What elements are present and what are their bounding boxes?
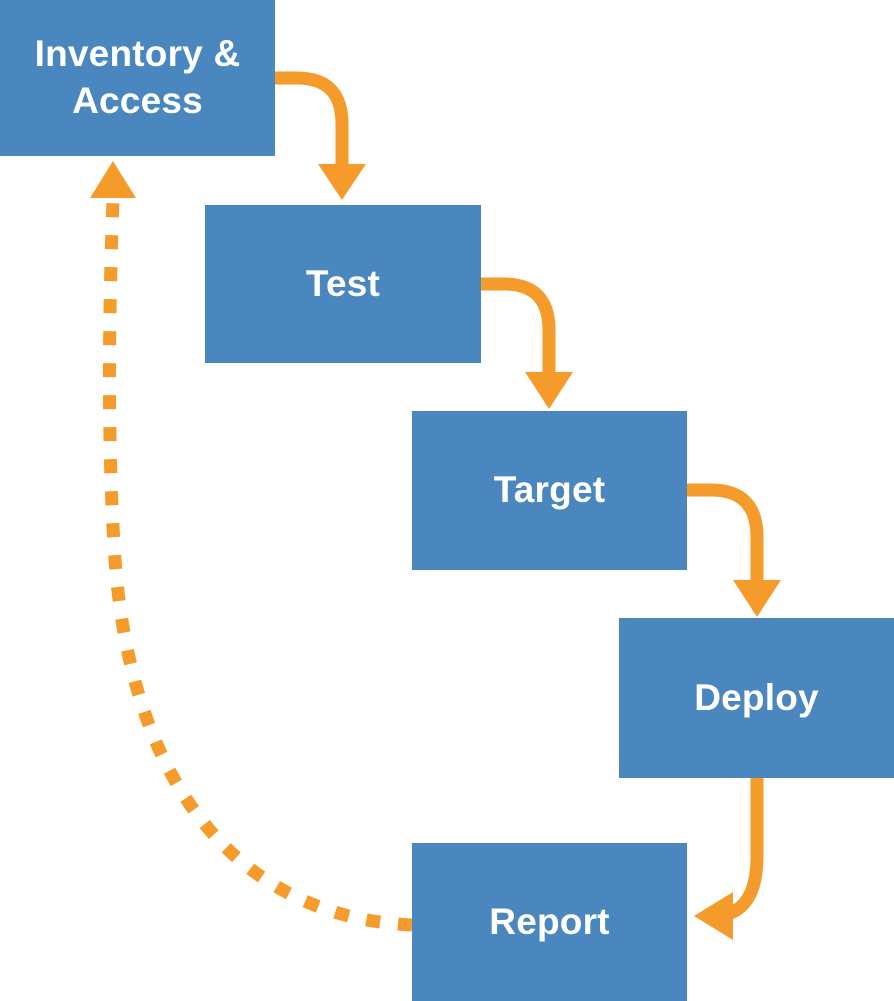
process-node-label: Deploy [694, 676, 819, 718]
process-node-deploy[interactable]: Deploy [619, 618, 894, 778]
process-node-label: Report [489, 900, 610, 942]
connector-inventory-to-test [275, 71, 366, 200]
process-node-label: Inventory &Access [34, 33, 241, 121]
connector-target-to-deploy [687, 483, 781, 617]
process-node-label: Test [305, 262, 381, 304]
process-node-target[interactable]: Target [412, 411, 687, 570]
process-node-test[interactable]: Test [205, 205, 481, 363]
process-node-label: Target [493, 469, 606, 510]
connector-test-to-target [481, 277, 573, 409]
process-node-report[interactable]: Report [412, 843, 687, 1001]
connector-deploy-to-report [694, 778, 764, 940]
process-node-inventory-access[interactable]: Inventory &Access [0, 0, 275, 156]
